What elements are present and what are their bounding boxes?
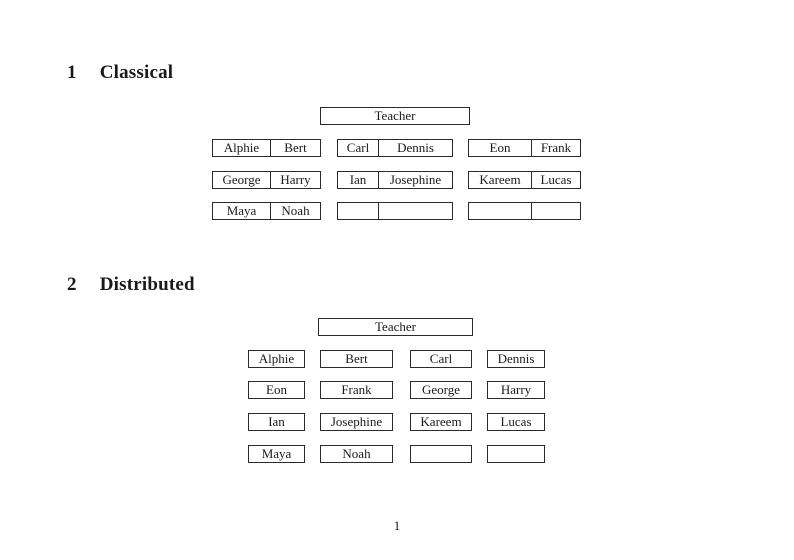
desk: Eon Frank [468,139,581,157]
desk: Alphie Bert [212,139,321,157]
seat-box: Alphie [248,350,305,368]
seat-box: Lucas [487,413,545,431]
seat [338,203,379,219]
section-number: 1 [67,62,77,83]
seat: Ian [338,172,379,188]
seat: Noah [281,203,310,218]
seat-box-empty [410,445,472,463]
teacher-label: Teacher [375,319,416,334]
seat: Alphie [213,140,271,156]
seat: Frank [540,140,572,155]
section-title: Distributed [99,274,195,295]
seat-box: Josephine [320,413,393,431]
desk: Ian Josephine [337,171,453,189]
seat-box: Harry [487,381,545,399]
seat-box: Ian [248,413,305,431]
seat: Maya [213,203,271,219]
seat [532,203,580,219]
seat-box: Maya [248,445,305,463]
section-heading-classical: 1 Classical [67,62,173,84]
seat: Carl [338,140,379,156]
teacher-label: Teacher [374,108,416,123]
desk: Carl Dennis [337,139,453,157]
teacher-box-distributed: Teacher [318,318,473,336]
seat-box: Carl [410,350,472,368]
desk-empty [337,202,453,220]
desk: Maya Noah [212,202,321,220]
seat-box: Bert [320,350,393,368]
seat-box: George [410,381,472,399]
seat: George [213,172,271,188]
seat [379,203,452,219]
desk: Kareem Lucas [468,171,581,189]
section-title: Classical [99,62,174,83]
seat-box: Dennis [487,350,545,368]
seat: Eon [469,140,532,156]
seat-box-empty [487,445,545,463]
seat-box: Eon [248,381,305,399]
seat: Bert [284,140,307,155]
desk-empty [468,202,581,220]
seat-box: Kareem [410,413,472,431]
seat: Kareem [469,172,532,188]
seat: Lucas [540,172,572,187]
seat-box: Frank [320,381,393,399]
teacher-box-classical: Teacher [320,107,470,125]
seat: Dennis [397,140,434,155]
section-heading-distributed: 2 Distributed [67,274,195,296]
seat: Josephine [389,172,442,187]
seat-box: Noah [320,445,393,463]
page-number: 1 [393,518,401,533]
section-number: 2 [67,274,77,295]
desk: George Harry [212,171,321,189]
seat [469,203,532,219]
seat: Harry [280,172,311,187]
